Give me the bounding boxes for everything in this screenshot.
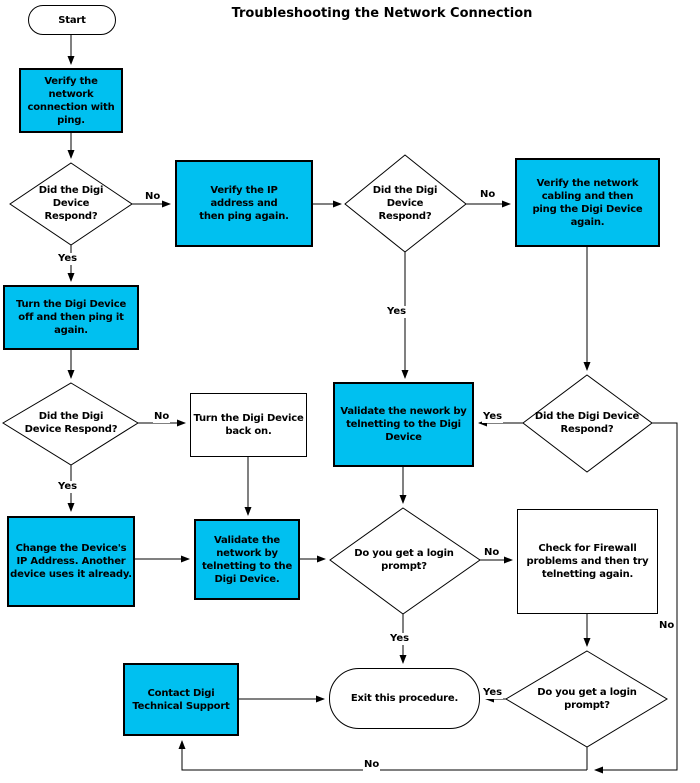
edge-label-d4-no: No [658,620,676,632]
connector-lines [67,35,678,774]
edge-label-d6-no: No [363,759,381,771]
decision-login1-label: Do you get a login prompt? [354,548,454,572]
process-contact-support: Contact Digi Technical Support [123,663,239,736]
process-turn-off: Turn the Digi Device off and then ping i… [3,285,139,350]
decision-respond1-label: Did the Digi Device Respond? [38,185,104,222]
edge-label-d4-yes: Yes [482,411,504,423]
process-verify-ip: Verify the IP address and then ping agai… [175,160,313,247]
edge-label-d6-yes: Yes [482,687,504,699]
process-change-ip: Change the Device's IP Address. Another … [7,516,135,607]
decision-login2-label: Do you get a login prompt? [537,687,637,711]
process-validate-telnet: Validate the nework by telnetting to the… [333,382,474,467]
edge-label-d2-yes: Yes [386,306,408,318]
process-verify-cabling: Verify the network cabling and then ping… [515,158,660,247]
decision-respond4-label: Did the Digi Device Respond? [534,411,640,435]
page-title: Troubleshooting the Network Connection [231,6,533,21]
edge-label-d5-no: No [483,547,501,559]
process-validate-telnet-2: Validate the network by telnetting to th… [194,519,300,600]
exit-node: Exit this procedure. [329,668,480,729]
edge-label-d2-no: No [479,189,497,201]
decision-diamond-respond4 [522,374,653,473]
edge-label-d1-no: No [144,191,162,203]
process-verify-ping: Verify the network connection with ping. [19,68,123,133]
decision-respond2-label: Did the Digi Device Respond? [372,185,438,222]
edge-label-d3-no: No [153,411,171,423]
process-check-firewall: Check for Firewall problems and then try… [517,509,658,614]
edge-label-d5-yes: Yes [389,633,411,645]
edge-label-d3-yes: Yes [57,481,79,493]
start-node: Start [28,5,116,35]
process-turn-back-on: Turn the Digi Device back on. [190,393,307,457]
edge-label-d1-yes: Yes [57,253,79,265]
decision-respond3-label: Did the Digi Device Respond? [24,411,118,435]
